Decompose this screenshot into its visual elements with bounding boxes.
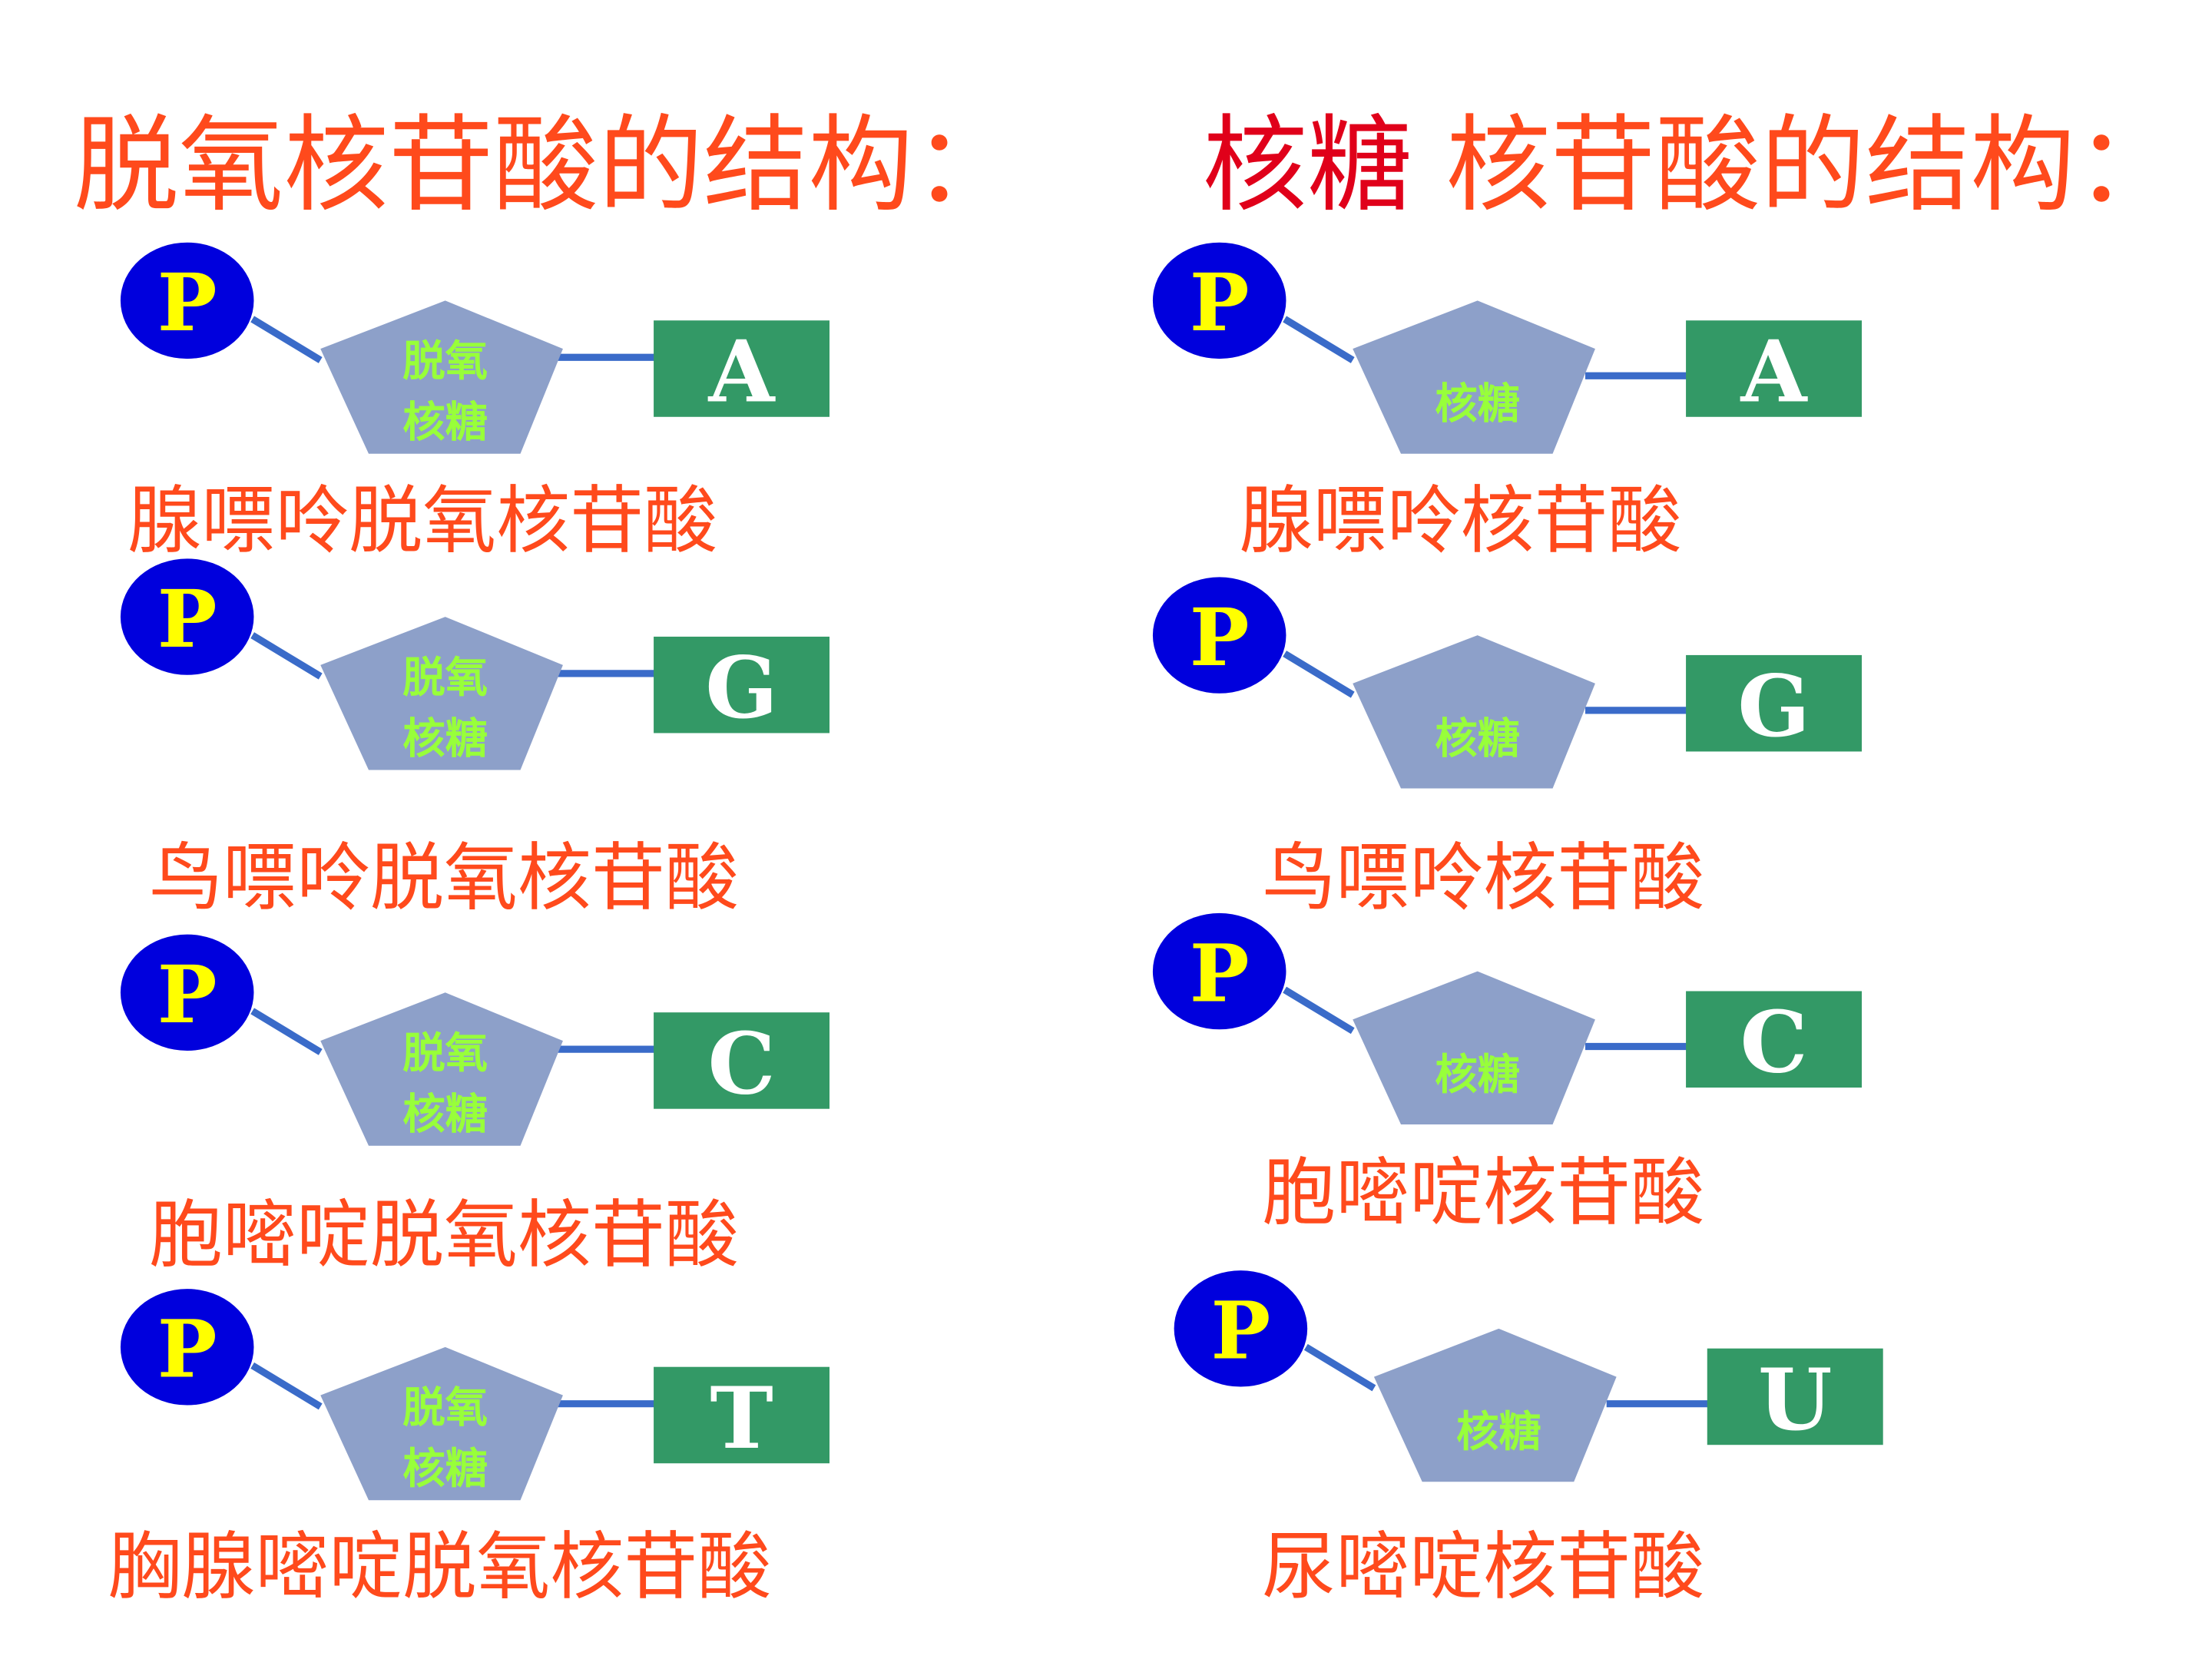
bond-phosphate-sugar (1283, 986, 1355, 1035)
phosphate-label: P (1190, 591, 1250, 684)
phosphate-label: P (1190, 257, 1250, 349)
sugar-label-line2: 核糖 (402, 714, 488, 763)
base-box (654, 320, 830, 417)
sugar-label: 核糖 (1456, 1408, 1541, 1457)
base-label: A (1740, 322, 1809, 422)
phosphate-label: P (1211, 1285, 1271, 1378)
deoxy-diagram-1: P 脱氧 核糖 A (119, 241, 856, 468)
ribose-pentagon (1353, 971, 1595, 1125)
heading-ribonucleotide: 核糖 核苷酸的结构： (1203, 102, 2181, 230)
sugar-label: 核糖 (1435, 1051, 1520, 1100)
heading-ribose-prefix: 核糖 (1202, 104, 1412, 227)
sugar-label-line1: 脱氧 (402, 654, 488, 703)
phosphate-circle (120, 1289, 254, 1406)
sugar-label: 核糖 (1435, 380, 1520, 429)
bond-phosphate-sugar (250, 1008, 323, 1055)
sugar-label-line2: 核糖 (402, 1445, 488, 1494)
phosphate-circle (1152, 912, 1286, 1030)
deoxy-caption-4: 胸腺嘧啶脱氧核苷酸 (108, 1525, 772, 1611)
deoxyribose-pentagon (320, 617, 563, 770)
sugar-label-line1: 脱氧 (402, 1384, 488, 1433)
phosphate-circle (120, 558, 254, 675)
deoxyribose-pentagon (320, 992, 563, 1146)
ribose-pentagon (1353, 635, 1595, 789)
phosphate-circle (120, 934, 254, 1051)
sugar-label-line2: 核糖 (402, 1091, 488, 1140)
sugar-label-line2: 核糖 (402, 399, 488, 448)
heading-ribonucleotide-rest: 核苷酸的结构： (1412, 104, 2181, 227)
bond-phosphate-sugar (250, 316, 323, 363)
base-label: C (707, 1014, 775, 1114)
phosphate-circle (1152, 242, 1286, 359)
ribo-diagram-3: P 核糖 C (1151, 912, 1889, 1138)
base-label: U (1758, 1350, 1833, 1450)
deoxyribose-pentagon (320, 1346, 563, 1501)
base-label: T (710, 1369, 773, 1469)
bond-phosphate-sugar (1283, 316, 1355, 363)
deoxy-diagram-4: P 脱氧 核糖 T (119, 1287, 856, 1514)
ribo-diagram-1: P 核糖 A (1151, 241, 1889, 468)
ribo-diagram-2: P 核糖 G (1151, 576, 1889, 803)
base-label: G (1737, 657, 1810, 757)
phosphate-label: P (157, 1303, 217, 1396)
base-label: A (708, 322, 777, 422)
sugar-label: 核糖 (1435, 714, 1520, 763)
base-box (1707, 1348, 1883, 1445)
deoxy-caption-3: 胞嘧啶脱氧核苷酸 (148, 1194, 739, 1280)
base-box (654, 636, 830, 733)
deoxyribose-pentagon (320, 300, 563, 454)
base-box (1686, 991, 1863, 1088)
phosphate-label: P (157, 949, 217, 1041)
bond-phosphate-sugar (250, 632, 323, 680)
bond-phosphate-sugar (1283, 651, 1355, 698)
base-label: G (705, 638, 778, 738)
base-box (654, 1012, 830, 1109)
bond-phosphate-sugar (250, 1362, 323, 1410)
phosphate-label: P (1190, 927, 1250, 1020)
deoxy-diagram-3: P 脱氧 核糖 C (119, 933, 856, 1160)
ribo-caption-3: 胞嘧啶核苷酸 (1262, 1151, 1705, 1237)
base-label: C (1740, 993, 1807, 1093)
phosphate-circle (120, 242, 254, 359)
base-box (1686, 654, 1863, 752)
ribose-pentagon (1353, 300, 1595, 454)
phosphate-circle (1174, 1270, 1308, 1387)
base-box (1686, 320, 1863, 417)
ribo-caption-4: 尿嘧啶核苷酸 (1262, 1525, 1705, 1611)
ribo-caption-1: 腺嘌呤核苷酸 (1239, 479, 1682, 565)
ribo-diagram-4: P 核糖 U (1173, 1269, 1910, 1495)
phosphate-label: P (157, 573, 217, 666)
deoxy-diagram-2: P 脱氧 核糖 G (119, 558, 856, 784)
sugar-label-line1: 脱氧 (402, 1029, 488, 1078)
phosphate-label: P (157, 257, 217, 349)
ribo-caption-2: 鸟嘌呤核苷酸 (1262, 836, 1705, 922)
deoxy-caption-1: 腺嘌呤脱氧核苷酸 (127, 479, 718, 565)
ribose-pentagon (1373, 1328, 1617, 1482)
deoxy-caption-2: 鸟嘌呤脱氧核苷酸 (148, 836, 739, 922)
phosphate-circle (1152, 577, 1286, 694)
bond-phosphate-sugar (1303, 1343, 1376, 1392)
sugar-label-line1: 脱氧 (402, 337, 488, 386)
base-box (654, 1366, 830, 1464)
heading-deoxyribonucleotide: 脱氧核苷酸的结构： (74, 104, 1018, 227)
